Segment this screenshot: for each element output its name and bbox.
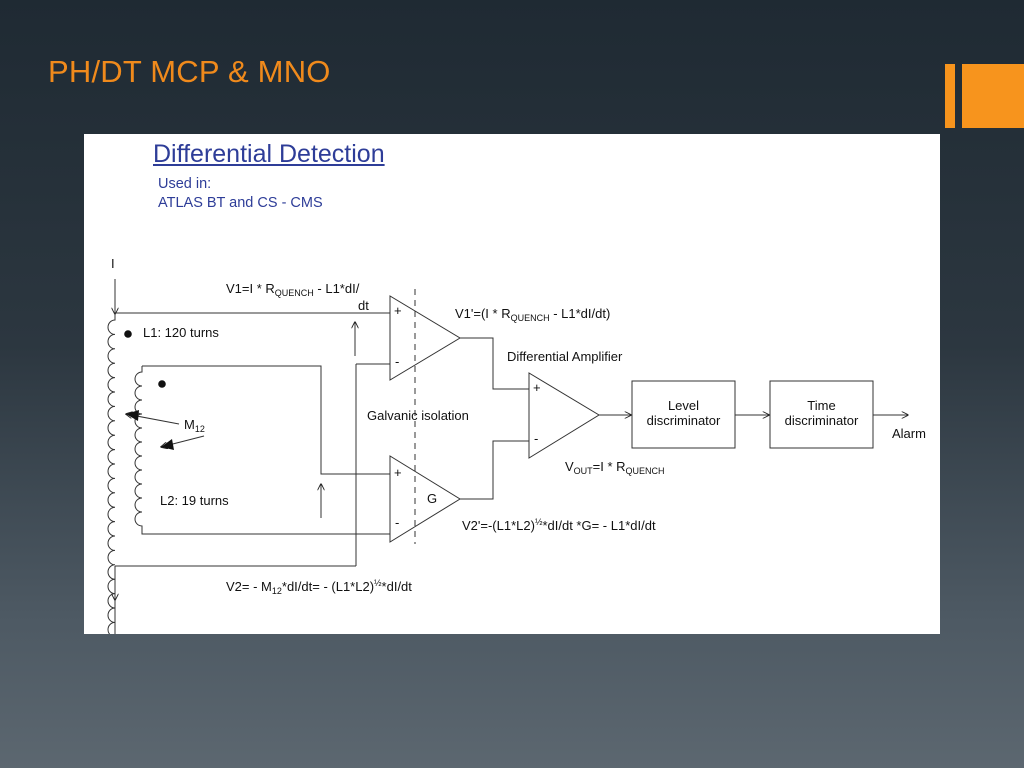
mutual-inductance-label: M12 (184, 417, 205, 434)
galvanic-isolation-label: Galvanic isolation (367, 408, 469, 423)
v2-equation: V2= - M12*dI/dt= - (L1*L2)½*dI/dt (226, 578, 412, 596)
amplifier-1 (389, 295, 461, 381)
diff-amp-plus: + (533, 380, 541, 395)
v1-equation: V1=I * RQUENCH - L1*dI/ (226, 281, 360, 298)
alarm-label: Alarm (892, 426, 926, 441)
coil-l2-label: L2: 19 turns (160, 493, 229, 508)
diagram-heading: Differential Detection (153, 140, 385, 168)
coil-l2 (134, 365, 390, 535)
coil-l1 (107, 313, 116, 634)
vout-equation: VOUT=I * RQUENCH (565, 459, 665, 476)
v1-prime-equation: V1'=(I * RQUENCH - L1*dI/dt) (455, 306, 611, 323)
coil-l2-dot (158, 380, 166, 388)
amp1-minus: - (395, 354, 400, 369)
time-discriminator-label: Time discriminator (784, 398, 859, 428)
v2-prime-equation: V2'=-(L1*L2)½*dI/dt *G= - L1*dI/dt (462, 517, 656, 533)
accent-bar-thick (962, 64, 1024, 128)
slide-title: PH/DT MCP & MNO (48, 54, 331, 89)
current-label: I (111, 256, 115, 271)
wire-amp1-out (460, 337, 529, 390)
diagram-panel: Differential Detection Used in: ATLAS BT… (84, 134, 940, 634)
mutual-arrowhead-right (161, 439, 174, 450)
coil-l1-label: L1: 120 turns (143, 325, 219, 340)
level-discriminator-label: Level discriminator (646, 398, 721, 428)
coil-l1-dot (124, 330, 132, 338)
used-in-line2: ATLAS BT and CS - CMS (158, 195, 323, 211)
used-in-line1: Used in: (158, 176, 212, 192)
mutual-arrowhead-left (126, 410, 139, 421)
gain-label: G (427, 491, 438, 506)
differential-amplifier (528, 372, 600, 459)
accent-bar-thin (945, 64, 955, 128)
amp2-plus: + (394, 465, 402, 480)
used-in-text: Used in: ATLAS BT and CS - CMS (158, 175, 323, 213)
wire-amp2-out (460, 440, 529, 500)
diff-amp-minus: - (534, 431, 539, 446)
differential-amplifier-label: Differential Amplifier (507, 349, 623, 364)
amplifier-g (389, 455, 461, 543)
circuit-diagram (107, 279, 940, 634)
v1-equation-dt: dt (358, 298, 369, 313)
amp1-plus: + (394, 303, 402, 318)
amp2-minus: - (395, 515, 400, 530)
